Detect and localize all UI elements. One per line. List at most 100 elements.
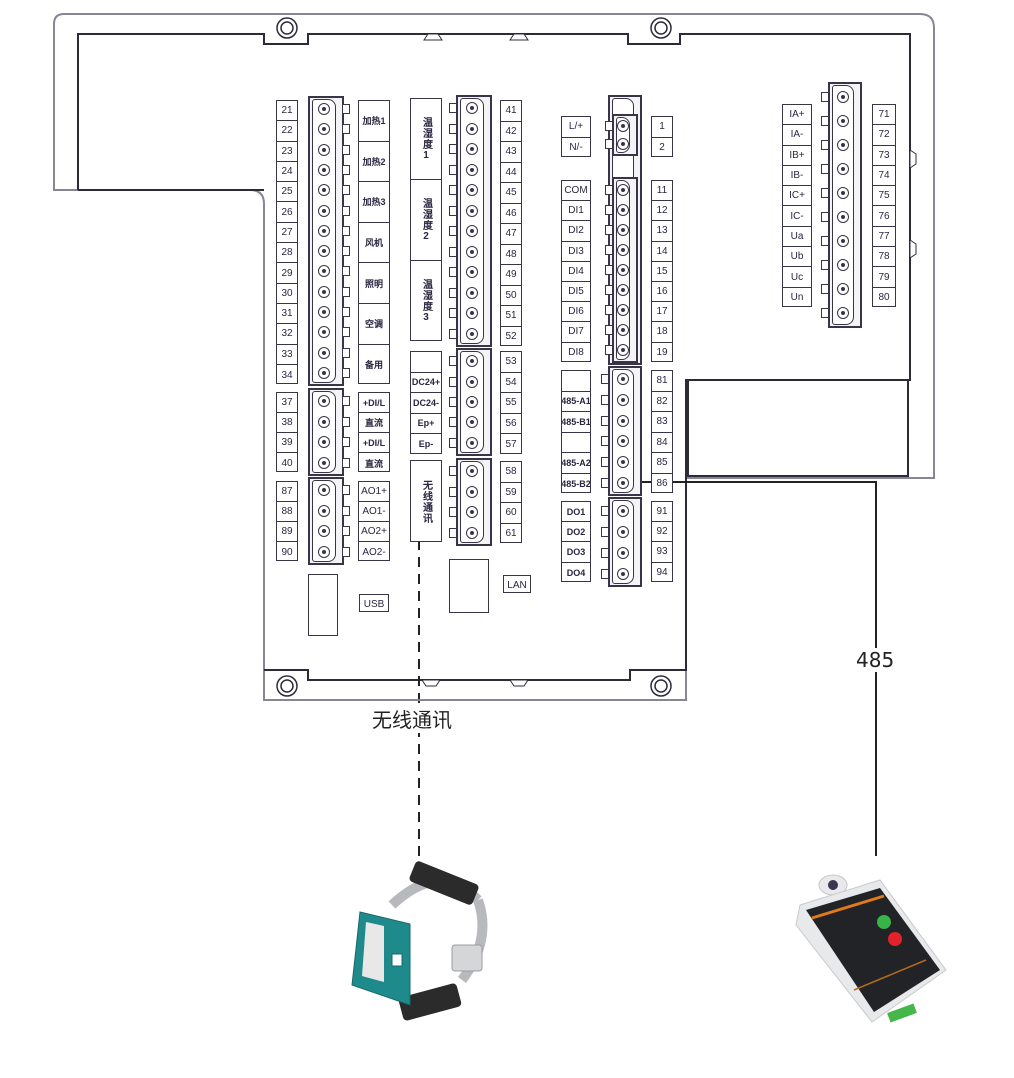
screw-terminal-icon[interactable] bbox=[318, 504, 330, 517]
sim-slot bbox=[308, 574, 338, 636]
latch-tab-icon bbox=[821, 92, 829, 102]
latch-tab-icon bbox=[605, 305, 613, 315]
latch-tab-icon bbox=[449, 144, 457, 155]
screw-terminal-icon[interactable] bbox=[466, 184, 478, 197]
terminal-numbers-cell: 54 bbox=[501, 373, 521, 393]
terminal-numbers-cell: 59 bbox=[501, 483, 521, 503]
di-labels-cell: DI4 bbox=[562, 262, 590, 282]
screw-terminal-icon[interactable] bbox=[617, 224, 629, 236]
clip-icon bbox=[421, 679, 441, 687]
screw-terminal-icon[interactable] bbox=[466, 122, 478, 135]
screw-terminal-icon[interactable] bbox=[837, 283, 849, 295]
screw-terminal-icon[interactable] bbox=[617, 414, 629, 427]
screw-terminal-icon[interactable] bbox=[837, 115, 849, 127]
screw-terminal-icon[interactable] bbox=[837, 307, 849, 319]
screw-terminal-icon[interactable] bbox=[837, 91, 849, 103]
screw-terminal-icon[interactable] bbox=[617, 244, 629, 256]
screw-terminal-icon[interactable] bbox=[617, 435, 629, 448]
screw-terminal-icon[interactable] bbox=[318, 224, 330, 237]
screw-terminal-icon[interactable] bbox=[837, 211, 849, 223]
screw-terminal-icon[interactable] bbox=[617, 476, 629, 489]
di-labels-cell: DI5 bbox=[562, 282, 590, 303]
latch-tab-icon bbox=[342, 396, 350, 407]
terminal-numbers-cell: 91 bbox=[652, 502, 672, 523]
terminal-plug[interactable] bbox=[612, 500, 634, 584]
screw-terminal-icon[interactable] bbox=[318, 184, 330, 197]
screw-terminal-icon[interactable] bbox=[617, 373, 629, 386]
screw-terminal-icon[interactable] bbox=[318, 436, 330, 449]
screw-terminal-icon[interactable] bbox=[318, 245, 330, 258]
screw-terminal-icon[interactable] bbox=[318, 366, 330, 379]
screw-terminal-icon[interactable] bbox=[837, 139, 849, 151]
screw-terminal-icon[interactable] bbox=[466, 286, 478, 299]
screw-terminal-icon[interactable] bbox=[466, 506, 478, 519]
screw-terminal-icon[interactable] bbox=[318, 164, 330, 176]
screw-terminal-icon[interactable] bbox=[617, 525, 629, 538]
screw-terminal-icon[interactable] bbox=[617, 184, 629, 196]
screw-terminal-icon[interactable] bbox=[318, 123, 330, 136]
screw-terminal-icon[interactable] bbox=[466, 485, 478, 498]
screw-terminal-icon[interactable] bbox=[617, 456, 629, 468]
screw-terminal-icon[interactable] bbox=[617, 304, 629, 316]
screw-terminal-icon[interactable] bbox=[466, 245, 478, 258]
screw-terminal-icon[interactable] bbox=[837, 163, 849, 175]
screw-terminal-icon[interactable] bbox=[837, 235, 849, 247]
screw-terminal-icon[interactable] bbox=[617, 344, 629, 356]
latch-tab-icon bbox=[342, 347, 350, 358]
screw-terminal-icon[interactable] bbox=[617, 120, 629, 132]
screw-terminal-icon[interactable] bbox=[318, 346, 330, 359]
latch-tab-icon bbox=[449, 356, 457, 367]
terminal-numbers-cell: 72 bbox=[873, 125, 895, 146]
latch-tab-icon bbox=[601, 395, 609, 405]
screw-terminal-icon[interactable] bbox=[318, 265, 330, 278]
screw-terminal-icon[interactable] bbox=[466, 465, 478, 478]
screw-terminal-icon[interactable] bbox=[466, 204, 478, 217]
screw-terminal-icon[interactable] bbox=[318, 143, 330, 156]
screw-terminal-icon[interactable] bbox=[318, 306, 330, 318]
screw-terminal-icon[interactable] bbox=[318, 484, 330, 497]
latch-tab-icon bbox=[821, 236, 829, 246]
screw-terminal-icon[interactable] bbox=[318, 103, 330, 116]
terminal-plug[interactable] bbox=[312, 99, 336, 383]
screw-terminal-icon[interactable] bbox=[617, 324, 629, 336]
terminal-numbers-cell: 42 bbox=[501, 122, 521, 142]
screw-terminal-icon[interactable] bbox=[466, 225, 478, 238]
screw-terminal-icon[interactable] bbox=[466, 102, 478, 115]
screw-terminal-icon[interactable] bbox=[466, 526, 478, 539]
screw-terminal-icon[interactable] bbox=[466, 143, 478, 156]
screw-terminal-icon[interactable] bbox=[837, 259, 849, 271]
screw-terminal-icon[interactable] bbox=[318, 456, 330, 469]
screw-terminal-icon[interactable] bbox=[617, 264, 629, 276]
terminal-plug[interactable] bbox=[612, 369, 634, 493]
screw-terminal-icon[interactable] bbox=[466, 416, 478, 429]
screw-terminal-icon[interactable] bbox=[617, 504, 629, 517]
screw-terminal-icon[interactable] bbox=[617, 284, 629, 296]
rs485-labels-cell bbox=[562, 433, 590, 453]
screw-terminal-icon[interactable] bbox=[318, 395, 330, 408]
screw-terminal-icon[interactable] bbox=[318, 545, 330, 558]
screw-terminal-icon[interactable] bbox=[466, 355, 478, 368]
terminal-numbers-cell: 14 bbox=[652, 242, 672, 262]
terminal-plug[interactable] bbox=[460, 98, 484, 344]
latch-tab-icon bbox=[605, 245, 613, 255]
screw-terminal-icon[interactable] bbox=[466, 327, 478, 340]
screw-terminal-icon[interactable] bbox=[466, 307, 478, 320]
screw-terminal-icon[interactable] bbox=[466, 436, 478, 449]
screw-terminal-icon[interactable] bbox=[837, 187, 849, 199]
screw-terminal-icon[interactable] bbox=[466, 266, 478, 279]
screw-terminal-icon[interactable] bbox=[318, 415, 330, 428]
screw-terminal-icon[interactable] bbox=[617, 546, 629, 559]
screw-terminal-icon[interactable] bbox=[318, 285, 330, 298]
screw-terminal-icon[interactable] bbox=[617, 204, 629, 216]
terminal-numbers-cell: 85 bbox=[652, 453, 672, 474]
screw-terminal-icon[interactable] bbox=[617, 394, 629, 406]
screw-terminal-icon[interactable] bbox=[318, 525, 330, 538]
screw-terminal-icon[interactable] bbox=[466, 375, 478, 388]
screw-terminal-icon[interactable] bbox=[617, 138, 629, 150]
screw-terminal-icon[interactable] bbox=[466, 163, 478, 176]
screw-terminal-icon[interactable] bbox=[466, 396, 478, 408]
screw-terminal-icon[interactable] bbox=[617, 567, 629, 580]
screw-terminal-icon[interactable] bbox=[318, 204, 330, 217]
screw-terminal-icon[interactable] bbox=[318, 326, 330, 339]
